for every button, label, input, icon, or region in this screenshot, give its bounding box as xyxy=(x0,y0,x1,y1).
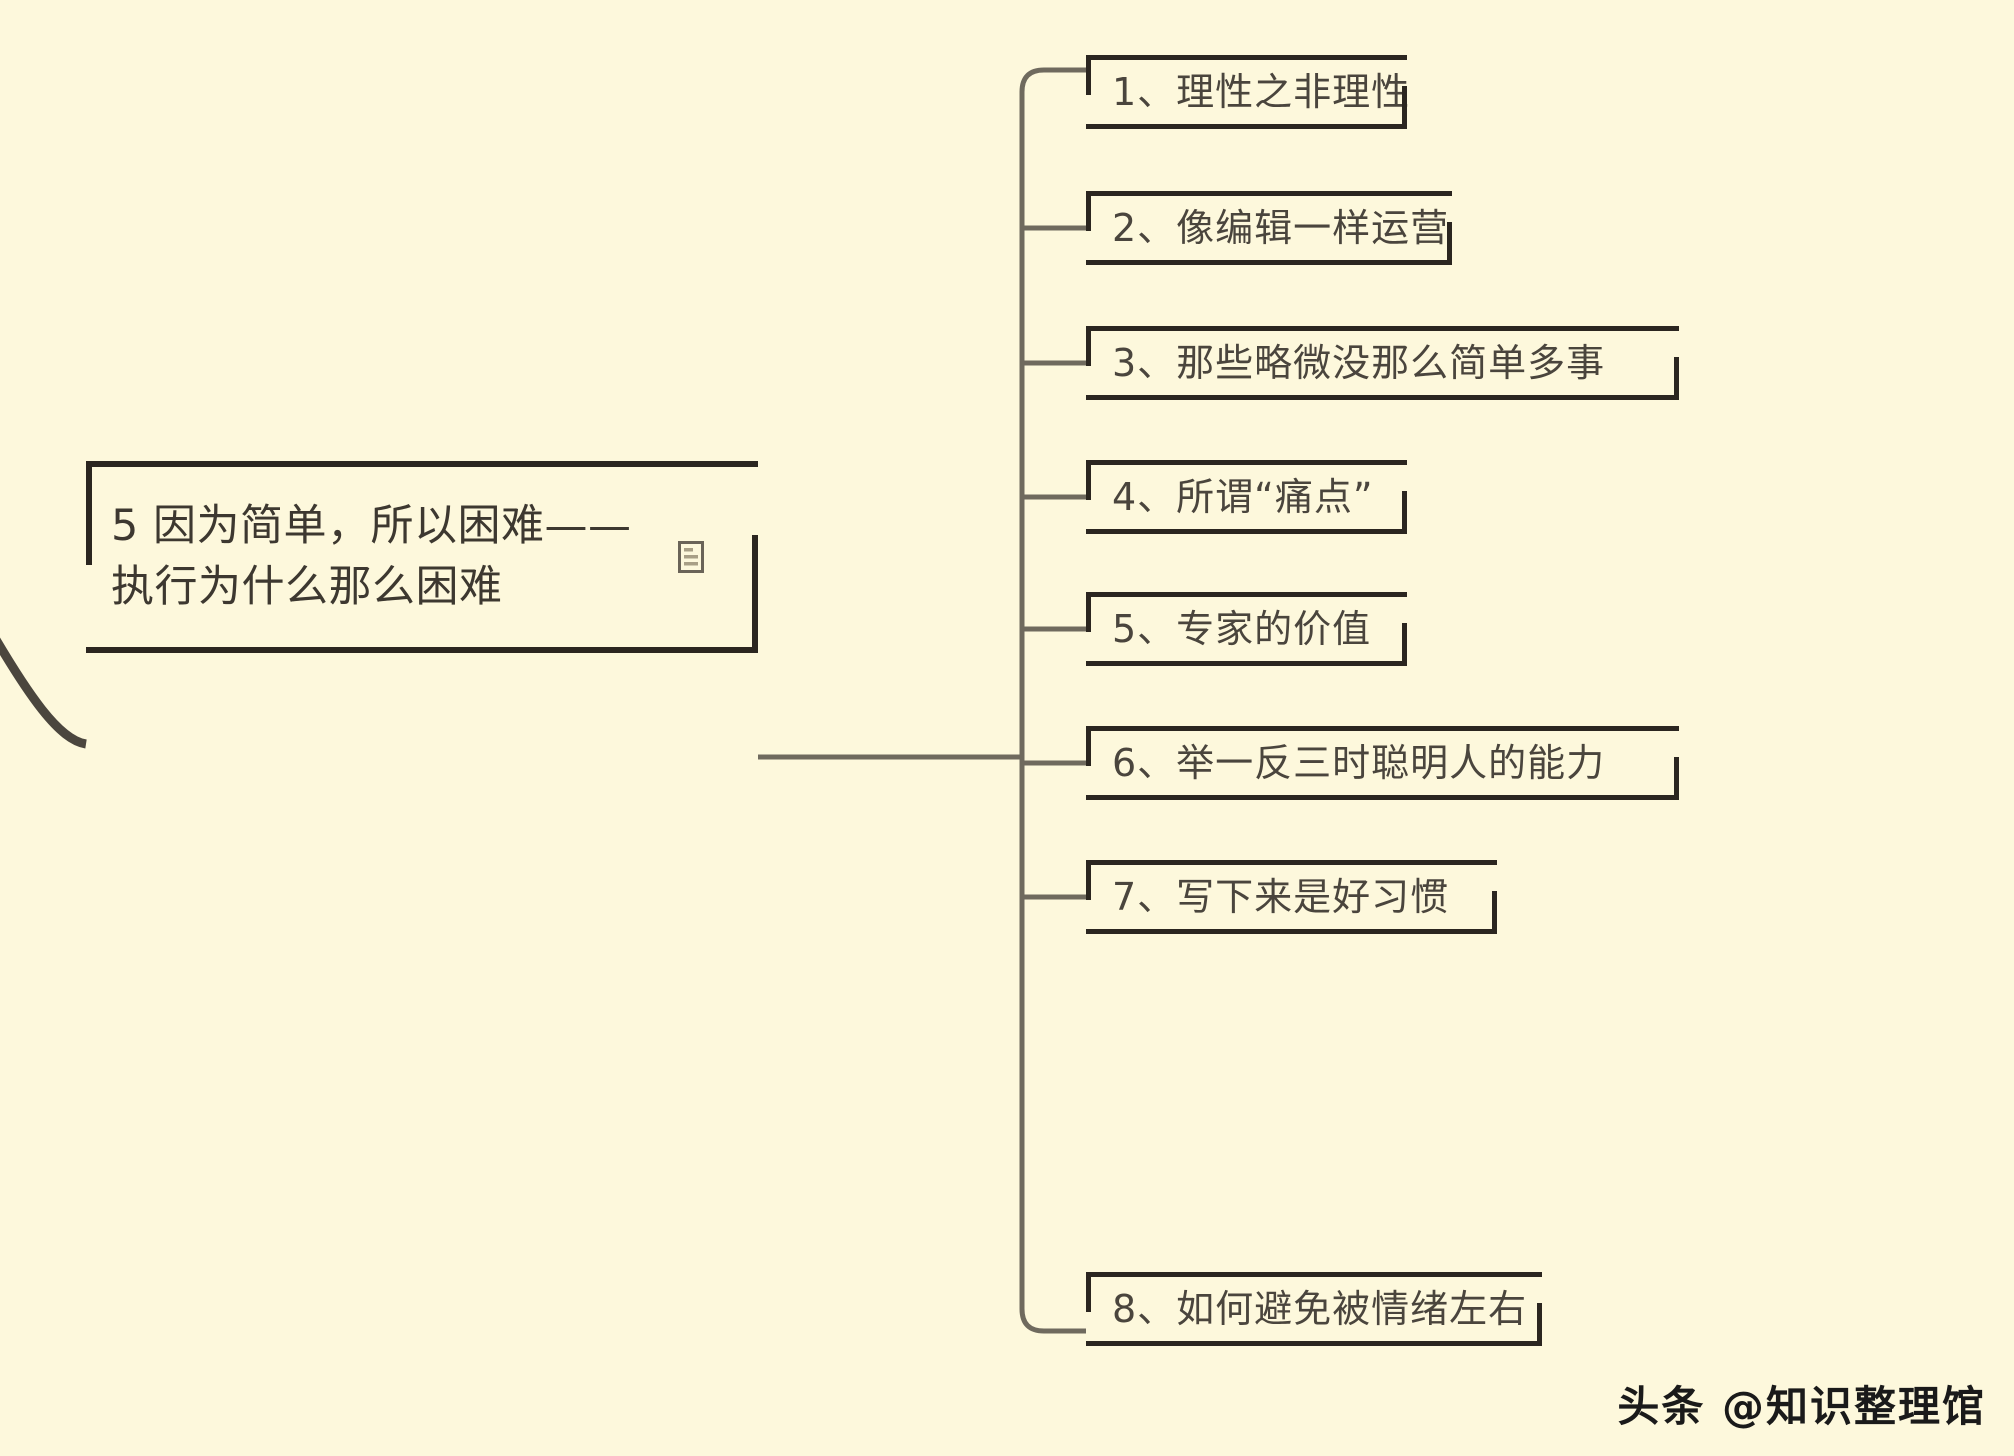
branch-node-7[interactable]: 7、写下来是好习惯 xyxy=(1086,860,1497,934)
branch-node-8[interactable]: 8、如何避免被情绪左右 xyxy=(1086,1272,1542,1346)
watermark: 头条 @知识整理馆 xyxy=(1617,1382,1986,1431)
root-node-label: 5 因为简单，所以困难—— 执行为什么那么困难 xyxy=(111,500,632,612)
branch-node-6[interactable]: 6、举一反三时聪明人的能力 xyxy=(1086,726,1679,800)
note-document-icon[interactable] xyxy=(678,541,704,573)
branch-node-5-label: 5、专家的价值 xyxy=(1112,607,1372,651)
branch-node-3-label: 3、那些略微没那么简单多事 xyxy=(1112,341,1606,385)
branch-node-7-label: 7、写下来是好习惯 xyxy=(1112,875,1450,919)
branch-node-1-label: 1、理性之非理性 xyxy=(1112,70,1411,114)
branch-node-3[interactable]: 3、那些略微没那么简单多事 xyxy=(1086,326,1679,400)
root-node[interactable]: 5 因为简单，所以困难—— 执行为什么那么困难 xyxy=(86,461,758,653)
branch-node-8-label: 8、如何避免被情绪左右 xyxy=(1112,1287,1528,1331)
branch-node-4[interactable]: 4、所谓“痛点” xyxy=(1086,460,1407,534)
branch-node-2-label: 2、像编辑一样运营 xyxy=(1112,206,1450,250)
branch-node-4-label: 4、所谓“痛点” xyxy=(1112,475,1374,519)
branch-node-1[interactable]: 1、理性之非理性 xyxy=(1086,55,1409,129)
branch-node-2[interactable]: 2、像编辑一样运营 xyxy=(1086,191,1452,265)
branch-node-5[interactable]: 5、专家的价值 xyxy=(1086,592,1407,666)
branch-node-6-label: 6、举一反三时聪明人的能力 xyxy=(1112,741,1606,785)
